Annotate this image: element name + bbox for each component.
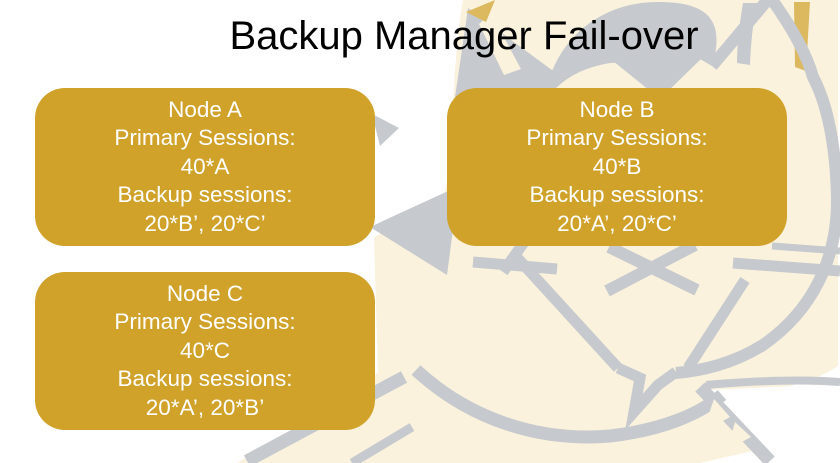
node-a-primary-value: 40*A bbox=[180, 153, 230, 179]
node-c-primary-label: Primary Sessions: bbox=[114, 309, 296, 335]
node-a-name: Node A bbox=[168, 96, 242, 122]
node-b-backup-label: Backup sessions: bbox=[529, 182, 705, 208]
node-a-box: Node A Primary Sessions: 40*A Backup ses… bbox=[35, 88, 375, 246]
node-c-backup-label: Backup sessions: bbox=[117, 366, 293, 392]
node-b-primary-label: Primary Sessions: bbox=[526, 125, 708, 151]
node-b-backup-value: 20*A’, 20*C’ bbox=[557, 210, 677, 236]
cat-fur-wedge bbox=[372, 114, 399, 146]
node-a-backup-value: 20*B’, 20*C’ bbox=[144, 210, 266, 236]
cat-back-line bbox=[705, 376, 840, 389]
node-c-primary-value: 40*C bbox=[179, 337, 231, 363]
node-b-primary-value: 40*B bbox=[592, 153, 642, 179]
cat-body-curve bbox=[411, 365, 727, 444]
cat-fur-spike bbox=[703, 399, 730, 432]
cat-muzzle-lines bbox=[498, 234, 750, 431]
node-c-name: Node C bbox=[166, 280, 244, 306]
cat-paw-stripe-2 bbox=[349, 423, 415, 463]
cat-left-ear-highlight bbox=[479, 13, 521, 75]
cat-right-whisker-bottom bbox=[732, 257, 840, 277]
node-a-primary-label: Primary Sessions: bbox=[114, 125, 296, 151]
node-c-box: Node C Primary Sessions: 40*C Backup ses… bbox=[35, 272, 375, 430]
cat-face bbox=[472, 234, 840, 431]
node-c-backup-value: 20*A’, 20*B’ bbox=[145, 394, 265, 420]
cat-head-top bbox=[544, 2, 717, 102]
node-b-name: Node B bbox=[579, 96, 655, 122]
cat-fur-spike bbox=[727, 422, 751, 450]
cat-head-outline bbox=[675, 0, 840, 379]
cat-left-whisker bbox=[472, 256, 558, 275]
cat-brow bbox=[613, 57, 703, 99]
node-b-box: Node B Primary Sessions: 40*B Backup ses… bbox=[447, 88, 787, 246]
cat-cheek-band bbox=[370, 186, 459, 275]
node-a-backup-label: Backup sessions: bbox=[117, 182, 293, 208]
cat-right-whisker-top bbox=[771, 242, 840, 255]
cat-left-ear-tip bbox=[466, 0, 495, 22]
slide-title: Backup Manager Fail-over bbox=[229, 14, 699, 58]
white-corner-wedge bbox=[708, 384, 840, 463]
cat-nose-x-icon bbox=[604, 239, 700, 297]
